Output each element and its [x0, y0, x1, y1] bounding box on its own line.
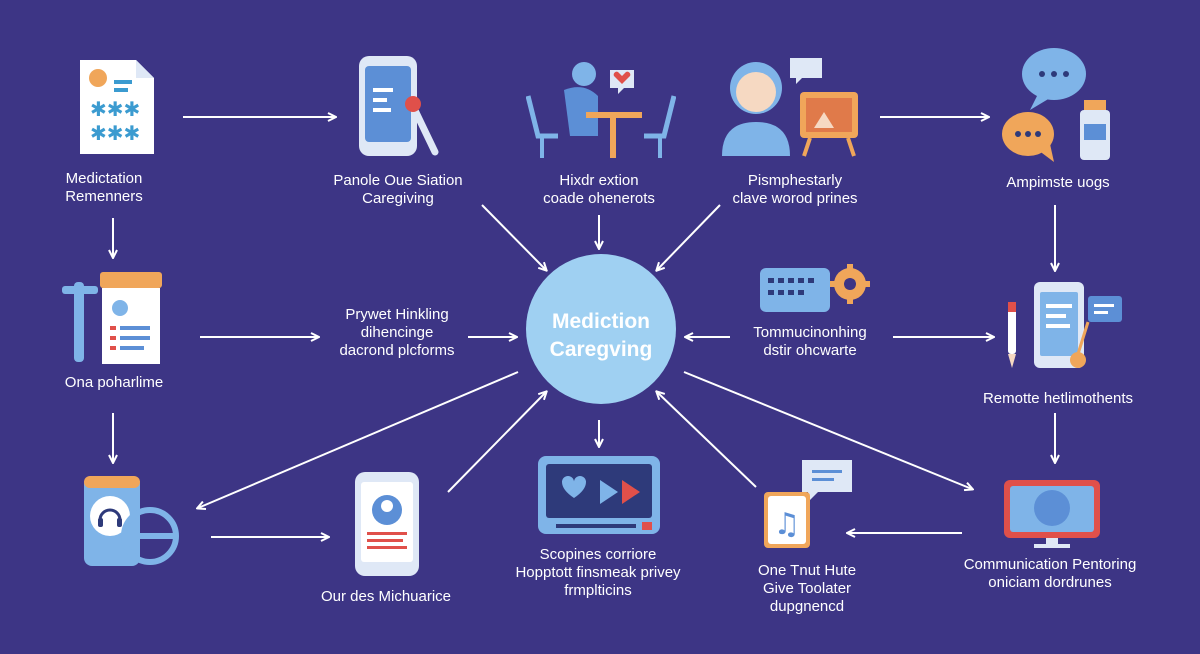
- label-line: One Tnut Hute: [757, 562, 857, 579]
- node-label: Ampimste uogs: [1006, 174, 1109, 192]
- phone-heart-icon: [355, 472, 419, 576]
- hub-label-line-2: Caregving: [549, 338, 653, 361]
- arrow-16: [657, 392, 757, 488]
- arrow-15: [447, 392, 546, 493]
- hub-label: Mediction Caregving: [550, 308, 653, 364]
- label-line: Hopptott finsmeak privey: [515, 564, 681, 581]
- label-line: Remotte hetlimothents: [982, 390, 1134, 407]
- label-line: Give Toolater: [762, 580, 852, 597]
- document-icon: ✱✱✱ ✱✱✱: [80, 60, 154, 154]
- node-label: Panole Oue Siation Caregiving: [333, 172, 462, 208]
- pill-organizer-icon: [62, 272, 162, 364]
- phone-pen-icon: [359, 56, 439, 156]
- hub-circle: [526, 254, 676, 404]
- person-easel-icon: [722, 58, 858, 157]
- label-line: Pismphestarly: [747, 172, 843, 189]
- arrow-13: [657, 204, 721, 270]
- svg-text:♫: ♫: [774, 507, 801, 542]
- keyboard-gear-icon: [760, 264, 870, 312]
- label-line: frmplticins: [564, 582, 632, 599]
- monitor-icon: [1004, 480, 1100, 548]
- chat-bottle-icon: [1002, 48, 1110, 162]
- label-line: dihencinge: [360, 324, 434, 341]
- label-line: coade ohenerots: [543, 190, 655, 207]
- label-line: Caregiving: [362, 190, 434, 207]
- node-label: Hixdr extion coade ohenerots: [543, 172, 655, 208]
- node-label: Pismphestarly clave worod prines: [732, 172, 857, 208]
- label-line: Communication Pentoring: [963, 556, 1137, 573]
- label-line: oniciam dordrunes: [988, 574, 1112, 591]
- label-line: Medictation: [65, 170, 143, 187]
- svg-text:✱✱✱: ✱✱✱: [90, 121, 140, 145]
- label-line: Scopines corriore: [539, 546, 657, 563]
- svg-text:✱✱✱: ✱✱✱: [90, 97, 140, 121]
- node-label: Ona poharlime: [65, 374, 163, 392]
- node-label: Medictation Remenners: [65, 170, 143, 206]
- label-line: dupgnencd: [769, 598, 845, 615]
- tablet-pen-icon: [1008, 282, 1122, 368]
- label-line: dstir ohcwarte: [763, 342, 857, 359]
- label-line: Panole Oue Siation: [333, 172, 463, 189]
- people-table-icon: [526, 62, 676, 158]
- label-line: Tommucinonhing: [753, 324, 867, 341]
- music-chat-icon: ♫: [764, 460, 852, 548]
- node-label: Scopines corriore Hopptott finsmeak priv…: [515, 546, 680, 600]
- arrow-18: [683, 371, 972, 489]
- arrow-17: [198, 371, 519, 508]
- arrow-11: [481, 204, 546, 270]
- label-line: Our des Michuarice: [320, 588, 452, 605]
- video-player-icon: [538, 456, 660, 534]
- label-line: clave worod prines: [732, 190, 858, 207]
- node-label: Tommucinonhing dstir ohcwarte: [753, 324, 866, 360]
- node-label: Prywet Hinkling dihencinge dacrond plcfo…: [339, 306, 454, 360]
- label-line: Ampimste uogs: [1006, 174, 1110, 191]
- headset-device-icon: [84, 476, 179, 566]
- label-line: Remenners: [65, 188, 143, 205]
- label-line: dacrond plcforms: [339, 342, 455, 359]
- node-label: One Tnut Hute Give Toolater dupgnencd: [758, 562, 856, 616]
- label-line: Prywet Hinkling: [345, 306, 449, 323]
- label-line: Hixdr extion: [559, 172, 639, 189]
- node-label: Communication Pentoring oniciam dordrune…: [964, 556, 1137, 592]
- hub-label-line-1: Mediction: [551, 310, 650, 333]
- node-label: Our des Michuarice: [321, 588, 451, 606]
- label-line: Ona poharlime: [64, 374, 164, 391]
- node-label: Remotte hetlimothents: [983, 390, 1133, 408]
